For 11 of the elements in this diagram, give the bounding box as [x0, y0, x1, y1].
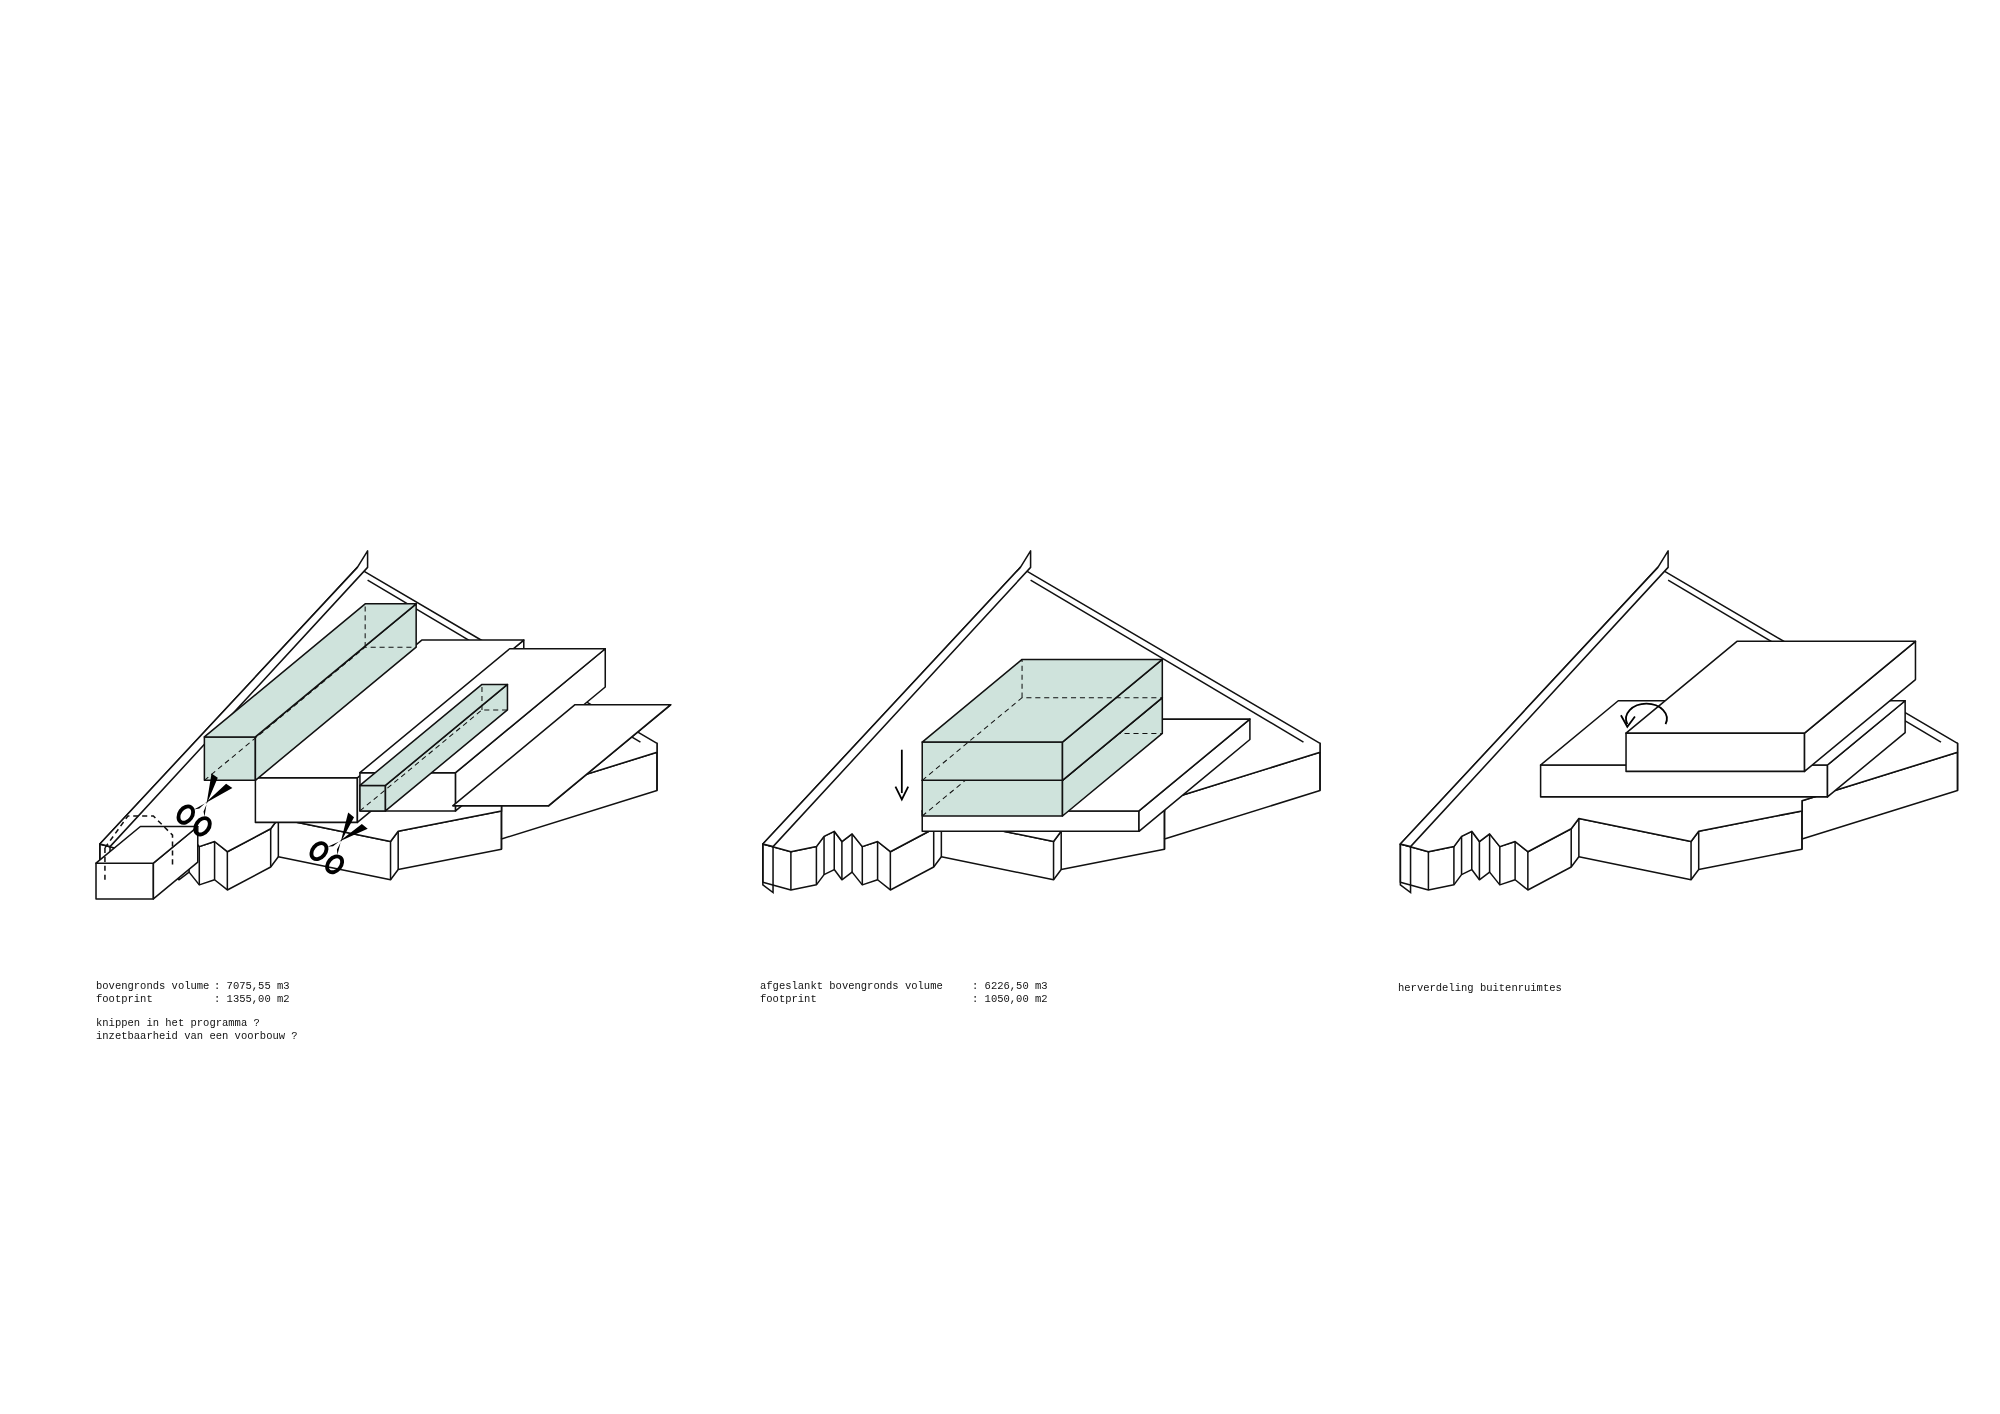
caption-text: herverdeling buitenruimtes: [1398, 982, 1562, 995]
data-value: : 7075,55 m3: [214, 980, 290, 993]
data-label: afgeslankt bovengronds volume: [760, 980, 943, 993]
question-text: knippen in het programma ?: [96, 1017, 260, 1030]
data-value: : 6226,50 m3: [972, 980, 1048, 993]
question-text: inzetbaarheid van een voorbouw ?: [96, 1030, 298, 1043]
data-value: : 1050,00 m2: [972, 993, 1048, 1006]
data-label: bovengronds volume: [96, 980, 210, 993]
data-label: footprint: [96, 993, 153, 1006]
data-label: footprint: [760, 993, 817, 1006]
data-value: : 1355,00 m2: [214, 993, 290, 1006]
